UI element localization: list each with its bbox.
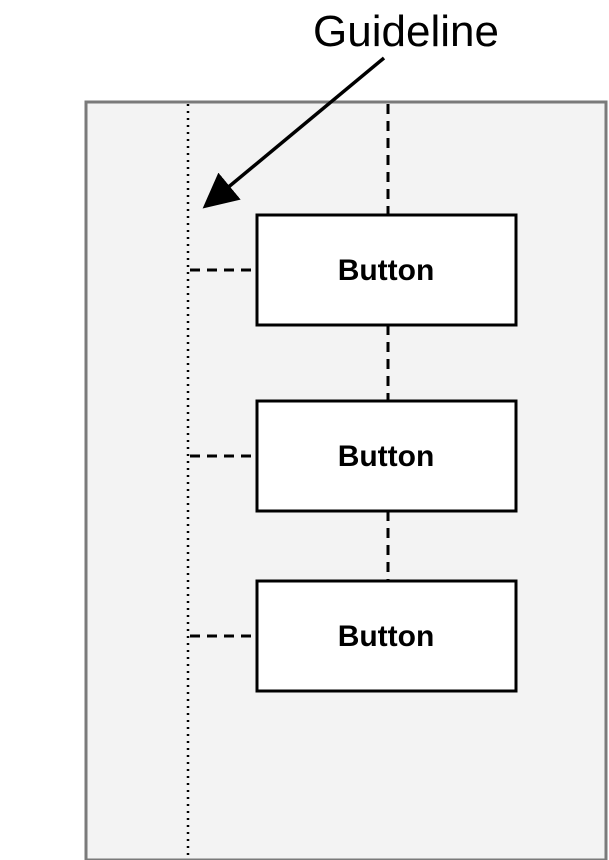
button-label: Button: [338, 440, 435, 473]
button-box: [255, 213, 518, 327]
button-box: [255, 579, 518, 693]
button-3[interactable]: Button: [255, 579, 518, 693]
callout-arrow: [202, 56, 386, 209]
button-label: Button: [338, 620, 435, 653]
guideline-callout-label: Guideline: [313, 7, 499, 56]
button-2[interactable]: Button: [255, 399, 518, 513]
button-1[interactable]: Button: [255, 213, 518, 327]
button-box: [255, 399, 518, 513]
button-label: Button: [338, 254, 435, 287]
